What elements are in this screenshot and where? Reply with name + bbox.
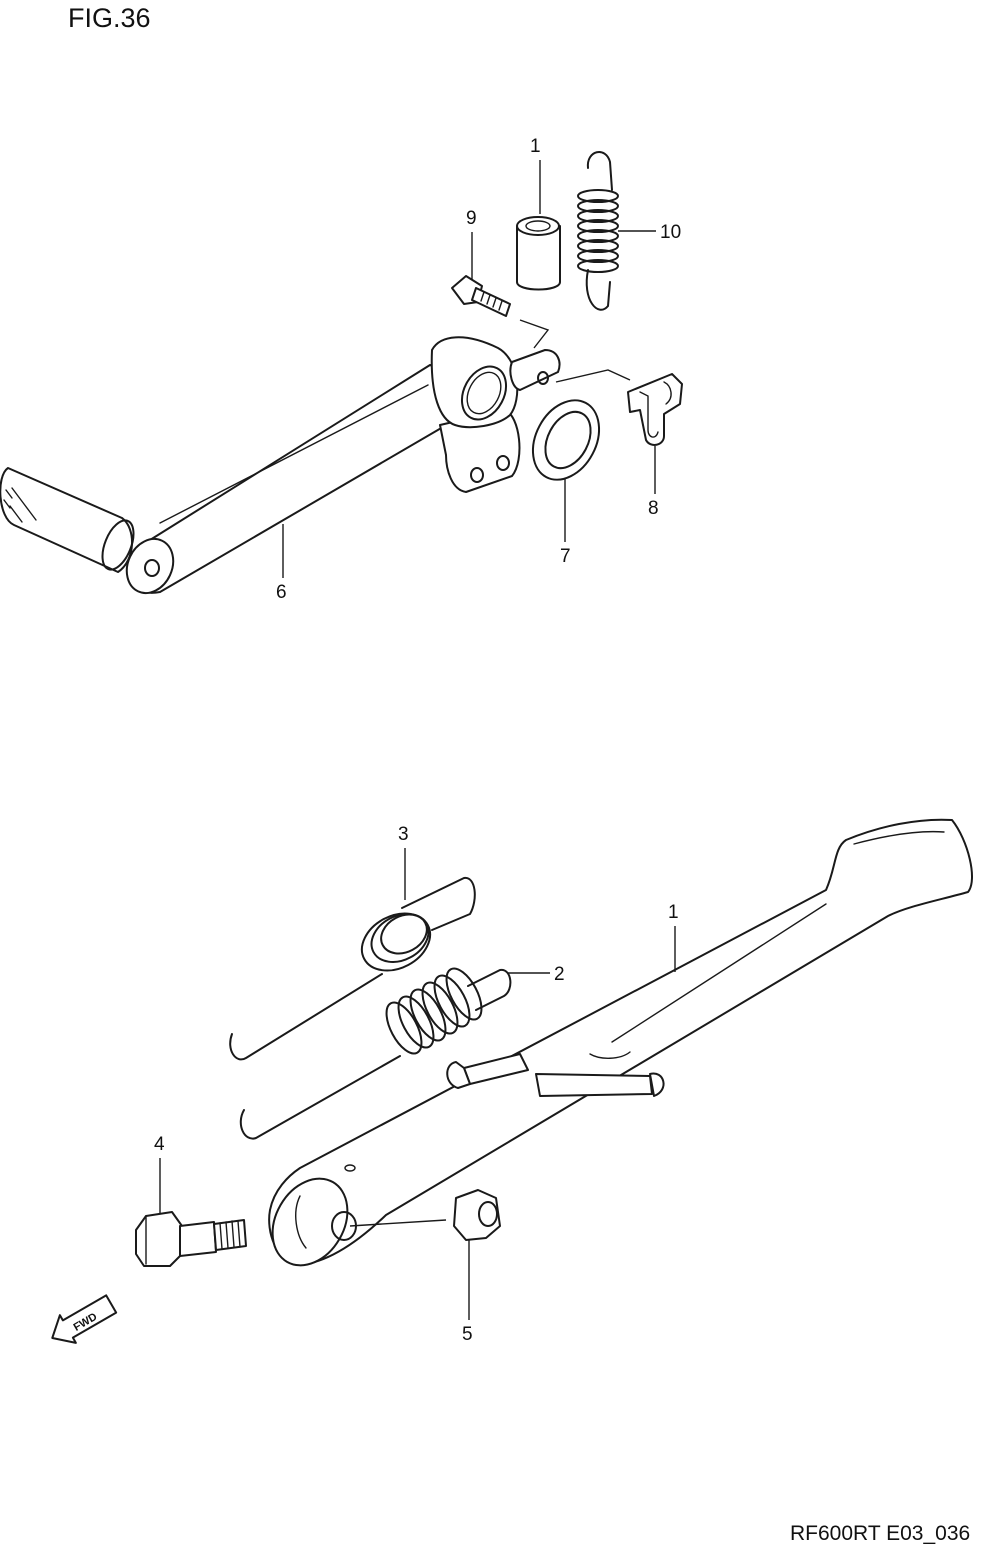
callout-3: 3: [398, 824, 409, 900]
callout-4: 4: [154, 1134, 165, 1214]
svg-text:6: 6: [276, 582, 287, 603]
callout-8: 8: [648, 446, 659, 519]
bushing-part-11: [516, 216, 561, 291]
bolt-part-9: [451, 275, 511, 317]
callout-7: 7: [560, 478, 571, 567]
svg-text:2: 2: [554, 964, 565, 985]
callout-10: 10: [618, 222, 681, 243]
svg-text:1: 1: [530, 136, 541, 157]
side-stand-part-1: [268, 818, 973, 1267]
assembly-lines-upper: [519, 319, 631, 383]
svg-text:1: 1: [668, 902, 679, 923]
callout-11: 1: [530, 136, 541, 214]
svg-text:4: 4: [154, 1134, 165, 1155]
nut-part-5: [453, 1189, 501, 1241]
svg-text:3: 3: [398, 824, 409, 845]
svg-text:9: 9: [466, 208, 477, 229]
svg-text:8: 8: [648, 498, 659, 519]
svg-text:10: 10: [660, 222, 681, 243]
washer-part-7: [531, 399, 601, 481]
callout-5: 5: [462, 1240, 473, 1345]
figure-code: RF600RT E03_036: [790, 1522, 970, 1545]
callout-1: 1: [668, 902, 679, 972]
assembly-lines-lower: [349, 1219, 447, 1227]
callout-9: 9: [466, 208, 477, 280]
fwd-arrow-icon: FWD: [51, 1294, 118, 1344]
shoulder-bolt-part-4: [135, 1211, 247, 1267]
spring-part-2: [239, 967, 512, 1140]
svg-text:7: 7: [560, 546, 571, 567]
clip-part-8: [627, 373, 683, 446]
brake-pedal-part-6: [0, 336, 561, 595]
figure-title: FIG.36: [68, 3, 151, 33]
spring-part-3: [229, 876, 476, 1061]
svg-text:5: 5: [462, 1324, 473, 1345]
callout-2: 2: [508, 964, 565, 985]
callout-6: 6: [276, 524, 287, 603]
spring-part-10: [577, 151, 619, 311]
